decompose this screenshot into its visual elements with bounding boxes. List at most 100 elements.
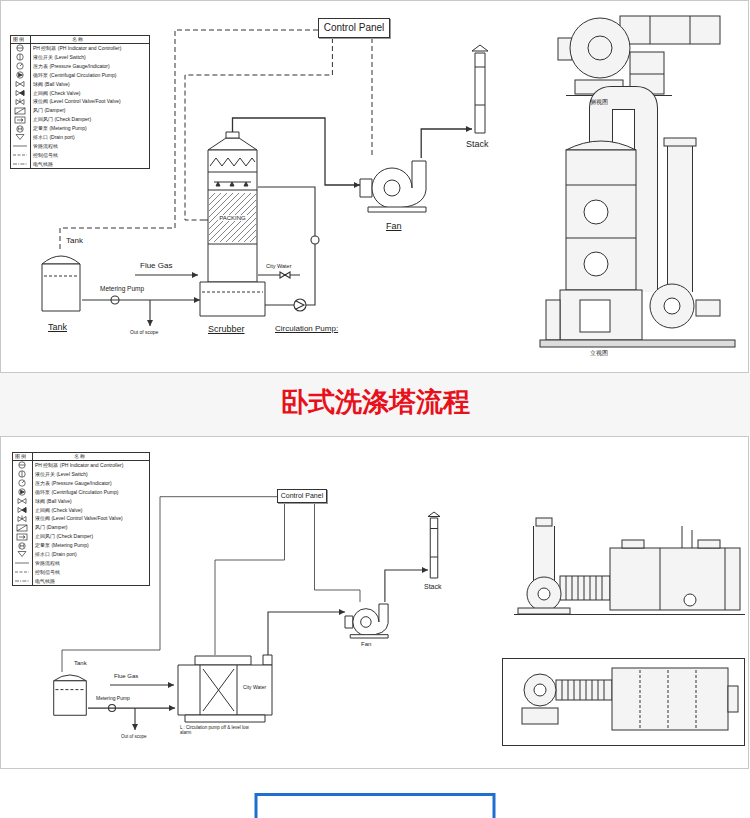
fan-outline: [360, 158, 432, 212]
legend-text: 止回风门 (Check Damper): [33, 116, 91, 123]
node-label: Tank: [74, 660, 87, 667]
legend-rule: [32, 453, 33, 585]
drawing-g: [472, 45, 488, 133]
legend-text: 压力表 (Pressure Gauge/Indicator): [33, 63, 110, 70]
connector: [82, 299, 200, 300]
legend-symbol: [11, 71, 29, 79]
legend-symbol: [11, 116, 29, 124]
legend-symbol: [13, 497, 31, 505]
stack-outline: [428, 512, 440, 578]
drawing-path: [296, 301, 304, 309]
drawing-path: [42, 256, 80, 264]
legend-symbol: [11, 133, 29, 141]
connector: [215, 503, 285, 655]
legend-text: 液位开关 (Level Switch): [33, 54, 86, 61]
drawing-line: [660, 548, 661, 610]
legend-symbol: [13, 488, 31, 496]
drawing-path: [428, 512, 440, 517]
legend-symbol: [13, 542, 31, 550]
drawing-path: [472, 45, 488, 51]
drawing-circle: [584, 252, 608, 276]
legend-text: 压力表 (Pressure Gauge/Indicator): [35, 480, 112, 487]
drawing-path: [210, 158, 255, 166]
annotation: 图 例: [15, 454, 26, 460]
drawing-rect: [546, 300, 560, 340]
drawing-path: [566, 141, 636, 150]
legend-symbol: [11, 62, 29, 70]
legend-symbol: [13, 559, 31, 567]
annotation: Metering Pump: [96, 696, 130, 702]
drawing-rect: [503, 659, 745, 746]
drawing-line: [208, 190, 257, 191]
legend-symbol: [11, 151, 29, 159]
legend-text: 管路流程线: [33, 143, 58, 150]
drawing-circle: [524, 674, 556, 706]
drawing-line: [566, 185, 636, 186]
drawing-rect: [664, 138, 696, 146]
legend-text: 电气线路: [33, 161, 53, 168]
drawing-line: [692, 530, 693, 548]
drawing-line: [208, 244, 257, 245]
drawing-rect: [566, 150, 636, 290]
drawing-line: [630, 74, 664, 75]
fan-outline: [345, 602, 392, 638]
fan: Fan: [345, 602, 392, 638]
annotation: Circulation Pump:: [275, 324, 338, 333]
fan: Fan: [360, 158, 432, 212]
legend-symbol: [11, 160, 29, 168]
annotation: 名 称: [72, 37, 83, 43]
stack-outline: [472, 45, 488, 133]
drawing-circle: [534, 684, 546, 696]
drawing-rect: [580, 300, 610, 332]
legend-symbol: [13, 524, 31, 532]
legend-symbol: [13, 568, 31, 576]
annotation: Out of scope: [121, 734, 147, 739]
control-panel-box: Control Panel: [277, 489, 327, 503]
legend-symbol: [11, 107, 29, 115]
drawing-circle: [588, 36, 612, 60]
legend-rule: [30, 36, 31, 168]
drawing-line: [514, 614, 745, 615]
annotation: Flue Gas: [114, 673, 138, 680]
connector: [372, 38, 373, 158]
horizontal-elevation: [514, 518, 745, 615]
drawing-g: [428, 512, 440, 578]
drawing-rect: [430, 518, 438, 578]
legend-text: 定量泵 (Metering Pump): [33, 125, 87, 132]
drawing-g: [345, 604, 388, 638]
legend-rule: [13, 460, 149, 461]
drawing-circle: [650, 284, 694, 328]
drawing-g: [360, 161, 426, 212]
drawing-circle: [664, 298, 680, 314]
tank-outline: [40, 252, 82, 312]
annotation: 名 称: [74, 454, 85, 460]
drawing-rect: [536, 518, 552, 526]
legend-text: 风门 (Damper): [33, 107, 66, 114]
drawing-rect: [54, 681, 87, 715]
annotation: Out of scope: [130, 330, 158, 336]
drawing-path: [562, 680, 604, 700]
drawing-line: [202, 292, 263, 293]
node-label: Stack: [424, 583, 442, 591]
drawing-line: [55, 689, 84, 690]
drawing-line: [650, 16, 651, 44]
drawing-path: [566, 576, 602, 600]
drawing-path: [667, 146, 693, 292]
drawing-rect: [350, 635, 388, 638]
drawing-circle: [294, 299, 306, 311]
drawing-path: [208, 138, 257, 150]
drawing-path: [353, 604, 388, 635]
front-view: [540, 98, 735, 347]
drawing-line: [44, 276, 78, 277]
legend-symbol: [11, 142, 29, 150]
connector: [385, 570, 428, 602]
horizontal-plan: [503, 659, 745, 746]
legend-text: 控制信号线: [35, 569, 60, 576]
legend-symbol: [11, 44, 29, 52]
drawing-rect: [368, 207, 426, 212]
legend-text: PH 控制器 (PH Indicator and Controller): [33, 45, 121, 52]
legend-text: 定量泵 (Metering Pump): [35, 542, 89, 549]
stack: Stack: [428, 512, 440, 578]
drawing-path: [640, 670, 696, 728]
legend-symbol: [11, 89, 29, 97]
